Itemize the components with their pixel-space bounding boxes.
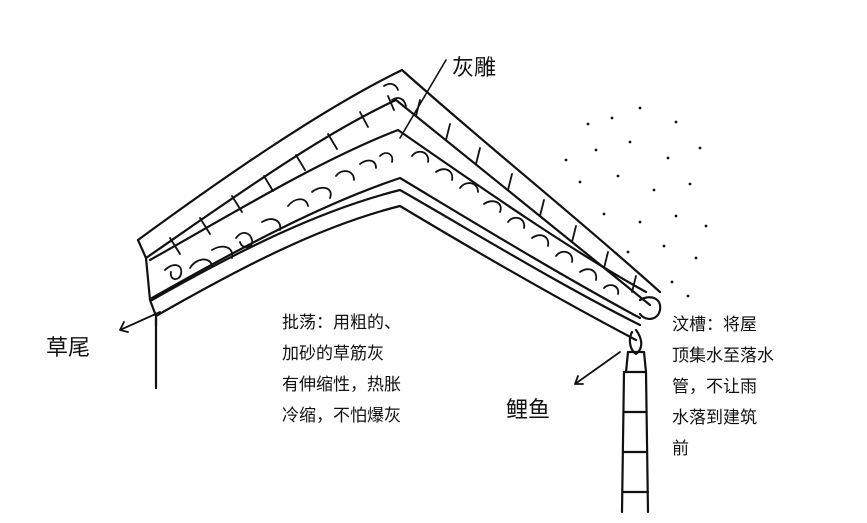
note-right-line: 管，不让雨 bbox=[672, 377, 757, 397]
note-right-line: 前 bbox=[672, 439, 689, 459]
plaster-band-bottom bbox=[154, 204, 638, 342]
note-left: 批荡：用粗的、 加砂的草筋灰 有伸缩性，热胀 冷缩，不怕爆灰 bbox=[282, 308, 401, 432]
label-caowei: 草尾 bbox=[46, 336, 91, 361]
label-liyu: 鲤鱼 bbox=[506, 398, 551, 423]
rain-dots bbox=[564, 106, 708, 298]
note-left-line: 冷缩，不怕爆灰 bbox=[282, 406, 401, 426]
label-huidiao: 灰雕 bbox=[452, 56, 497, 81]
carp-ornament bbox=[628, 296, 662, 356]
leader-caowei bbox=[119, 311, 161, 333]
note-left-line: 加砂的草筋灰 bbox=[282, 344, 384, 364]
leader-huidiao bbox=[399, 59, 447, 139]
note-left-line: 批荡：用粗的、 bbox=[282, 313, 401, 333]
frieze-scrolls bbox=[164, 150, 620, 295]
leader-liyu bbox=[574, 351, 621, 385]
roof-tile-marks bbox=[169, 83, 637, 293]
frieze-bottom bbox=[150, 176, 642, 320]
downpipe bbox=[620, 350, 650, 514]
plaster-band-top bbox=[150, 188, 642, 327]
note-right-line: 汶槽：将屋 bbox=[672, 315, 757, 335]
note-left-line: 有伸缩性，热胀 bbox=[282, 375, 401, 395]
frieze-top bbox=[148, 128, 648, 294]
note-right-line: 水落到建筑 bbox=[672, 408, 757, 428]
roof-outer-edge bbox=[136, 68, 662, 294]
note-right-line: 顶集水至落水 bbox=[672, 346, 774, 366]
note-right: 汶槽：将屋 顶集水至落水 管，不让雨 水落到建筑 前 bbox=[672, 310, 774, 465]
